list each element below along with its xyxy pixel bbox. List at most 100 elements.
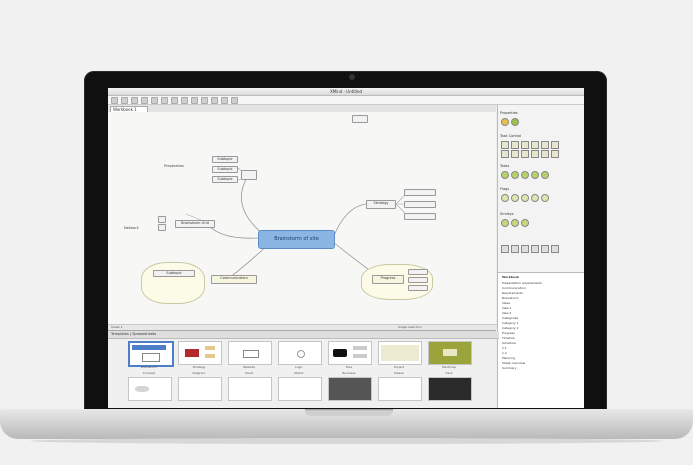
outline-item[interactable]: Category 1 [502, 321, 519, 325]
outline-item[interactable]: Presentation requirements [502, 281, 542, 285]
progress-sub-3[interactable] [408, 285, 428, 291]
task-progress-icon[interactable] [531, 171, 539, 179]
template-thumb[interactable] [128, 377, 172, 401]
summary-button[interactable] [201, 96, 208, 104]
outline-item[interactable]: 1.2 [502, 351, 507, 355]
template-thumb[interactable] [378, 377, 422, 401]
flag-icon[interactable] [501, 194, 509, 202]
section-smileys[interactable]: Smileys [500, 212, 514, 216]
task-icon[interactable] [521, 141, 529, 149]
template-thumb[interactable] [278, 377, 322, 401]
outline-item[interactable]: Summary [502, 366, 517, 370]
mindmap-canvas[interactable]: Brainstorm of site Subtopic Subtopic Sub… [108, 112, 496, 324]
outline-item[interactable]: Brainstorm [502, 296, 519, 300]
task-icon[interactable] [531, 141, 539, 149]
central-topic[interactable]: Brainstorm of site [258, 230, 335, 249]
smiley-icon[interactable] [521, 219, 529, 227]
outline-item[interactable]: Category 2 [502, 326, 519, 330]
panel-tab-icon[interactable] [541, 245, 549, 253]
outline-item[interactable]: Communication [502, 286, 526, 290]
outline-item[interactable]: Sheet overview [502, 361, 526, 365]
template-thumb[interactable] [328, 377, 372, 401]
outline-item[interactable]: Ideas [502, 301, 511, 305]
save-button[interactable] [131, 96, 138, 104]
template-thumb[interactable] [428, 341, 472, 365]
progress-node[interactable]: Progress [372, 275, 404, 284]
branch-node-top[interactable] [241, 170, 257, 180]
insert-subtopic-button[interactable] [171, 96, 178, 104]
template-thumb[interactable] [128, 341, 174, 367]
template-thumb[interactable] [178, 377, 222, 401]
outline-item[interactable]: Timeline [502, 336, 515, 340]
task-progress-icon[interactable] [501, 171, 509, 179]
redo-button[interactable] [151, 96, 158, 104]
smiley-icon[interactable] [511, 219, 519, 227]
strategy-sub-1[interactable] [404, 189, 436, 196]
marker-button[interactable] [211, 96, 218, 104]
progress-sub-1[interactable] [408, 269, 428, 275]
section-task-control[interactable]: Task Control [500, 134, 522, 138]
outline-item[interactable]: Schedule [502, 341, 516, 345]
outline-item[interactable]: 1.1 [502, 346, 507, 350]
strategy-sub-2[interactable] [404, 201, 436, 208]
boundary-button[interactable] [191, 96, 198, 104]
panel-tab-icon[interactable] [551, 245, 559, 253]
task-icon[interactable] [531, 150, 539, 158]
priority-icon[interactable] [501, 118, 509, 126]
brainstorm-node[interactable]: Brainstorm Grid [175, 220, 215, 228]
flag-icon[interactable] [541, 194, 549, 202]
open-button[interactable] [121, 96, 128, 104]
panel-tab-icon[interactable] [511, 245, 519, 253]
template-thumb[interactable] [378, 341, 422, 365]
task-icon[interactable] [521, 150, 529, 158]
floating-topic[interactable] [352, 115, 368, 123]
outline-item[interactable]: Idea 1 [502, 306, 512, 310]
strategy-node[interactable]: Strategy [366, 200, 396, 209]
cloud-topic-1[interactable]: Subtopic [153, 270, 195, 277]
task-icon[interactable] [501, 141, 509, 149]
communication-node[interactable]: Communication [211, 275, 257, 284]
outline-item[interactable]: Planning [502, 356, 515, 360]
task-icon[interactable] [551, 150, 559, 158]
progress-sub-2[interactable] [408, 277, 428, 283]
flag-icon[interactable] [521, 194, 529, 202]
task-progress-icon[interactable] [511, 171, 519, 179]
new-button[interactable] [111, 96, 118, 104]
section-flags[interactable]: Flags [500, 187, 510, 191]
task-icon[interactable] [541, 141, 549, 149]
task-icon[interactable] [501, 150, 509, 158]
zoom-button[interactable] [231, 96, 238, 104]
subtopic-node-3[interactable]: Subtopic [212, 176, 238, 183]
template-thumb[interactable] [228, 341, 272, 365]
priority-icon[interactable] [511, 118, 519, 126]
section-properties[interactable]: Properties [500, 111, 518, 115]
insert-topic-button[interactable] [161, 96, 168, 104]
section-tasks[interactable]: Tasks [500, 164, 510, 168]
relationship-button[interactable] [181, 96, 188, 104]
outline-item[interactable]: Progress [502, 331, 515, 335]
flag-icon[interactable] [531, 194, 539, 202]
template-thumb[interactable] [428, 377, 472, 401]
panel-tab-icon[interactable] [531, 245, 539, 253]
smiley-icon[interactable] [501, 219, 509, 227]
template-thumb[interactable] [228, 377, 272, 401]
task-icon[interactable] [551, 141, 559, 149]
checkbox-node-2[interactable] [158, 224, 166, 231]
panel-tab-icon[interactable] [521, 245, 529, 253]
strategy-sub-3[interactable] [404, 213, 436, 220]
task-icon[interactable] [511, 150, 519, 158]
checkbox-node-1[interactable] [158, 216, 166, 223]
panel-tab-icon[interactable] [501, 245, 509, 253]
outline-item[interactable]: Idea 2 [502, 311, 512, 315]
template-tabs[interactable]: Templates | Spreadsheets [108, 331, 499, 339]
task-progress-icon[interactable] [521, 171, 529, 179]
flag-icon[interactable] [511, 194, 519, 202]
subtopic-node-1[interactable]: Subtopic [212, 156, 238, 163]
outline-item[interactable]: Categories [502, 316, 519, 320]
subtopic-node-2[interactable]: Subtopic [212, 166, 238, 173]
task-icon[interactable] [541, 150, 549, 158]
task-progress-icon[interactable] [541, 171, 549, 179]
template-thumb[interactable] [278, 341, 322, 365]
undo-button[interactable] [141, 96, 148, 104]
task-icon[interactable] [511, 141, 519, 149]
